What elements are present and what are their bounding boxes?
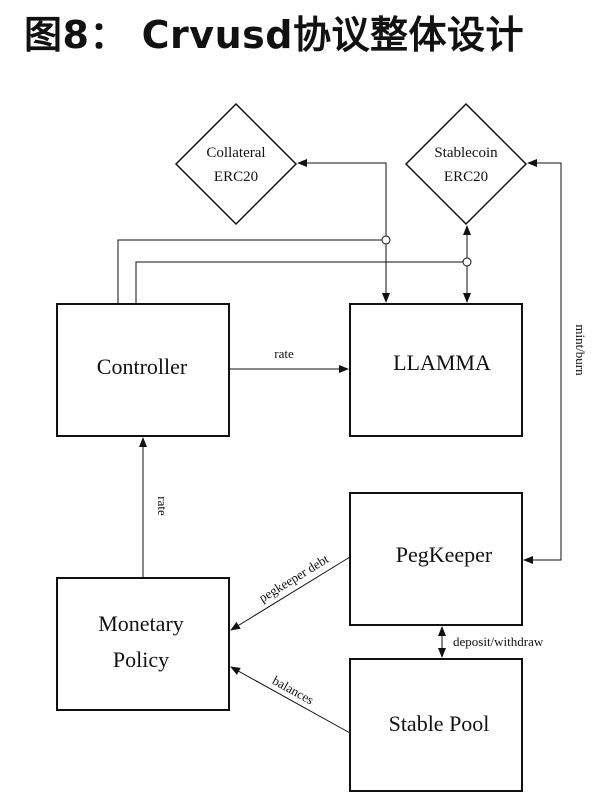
policy-controller-rate-label: rate (155, 496, 170, 516)
stablecoin-erc20-label: ERC20 (444, 169, 488, 185)
balances-label: balances (270, 673, 316, 708)
collateral-label: Collateral (206, 145, 265, 161)
monetary-policy-box (56, 577, 230, 711)
figure-title: 图8： Crvusd协议整体设计 (24, 13, 524, 57)
collateral-erc20-diamond (174, 102, 298, 226)
policy-label: Policy (113, 647, 169, 672)
mint-burn-label: mint/burn (573, 324, 588, 376)
controller-stablecoin-link (135, 261, 467, 304)
deposit-withdraw-label: deposit/withdraw (453, 634, 544, 649)
collateral-junction (381, 235, 391, 245)
pegkeeper-debt-label: pegkeeper debt (256, 551, 332, 605)
stablecoin-label: Stablecoin (434, 145, 498, 161)
collateral-erc20-label: ERC20 (214, 169, 258, 185)
pegkeeper-debt-arrow (230, 556, 351, 631)
stable-pool-box (349, 658, 523, 792)
pegkeeper-label: PegKeeper (396, 542, 493, 567)
llamma-box (349, 303, 523, 437)
monetary-label: Monetary (98, 611, 184, 636)
controller-collateral-link (117, 239, 386, 304)
controller-llamma-rate-label: rate (274, 346, 294, 361)
balances-arrow (230, 666, 351, 734)
controller-box (56, 303, 230, 437)
llamma-collateral-arrow (297, 159, 390, 303)
llamma-label: LLAMMA (393, 350, 491, 375)
pegkeeper-box (349, 492, 523, 626)
stablecoin-erc20-diamond (404, 102, 528, 226)
stablecoin-junction (462, 257, 472, 267)
controller-label: Controller (97, 354, 188, 379)
stable-pool-label: Stable Pool (389, 711, 490, 736)
mint-burn-arrow (523, 159, 562, 564)
